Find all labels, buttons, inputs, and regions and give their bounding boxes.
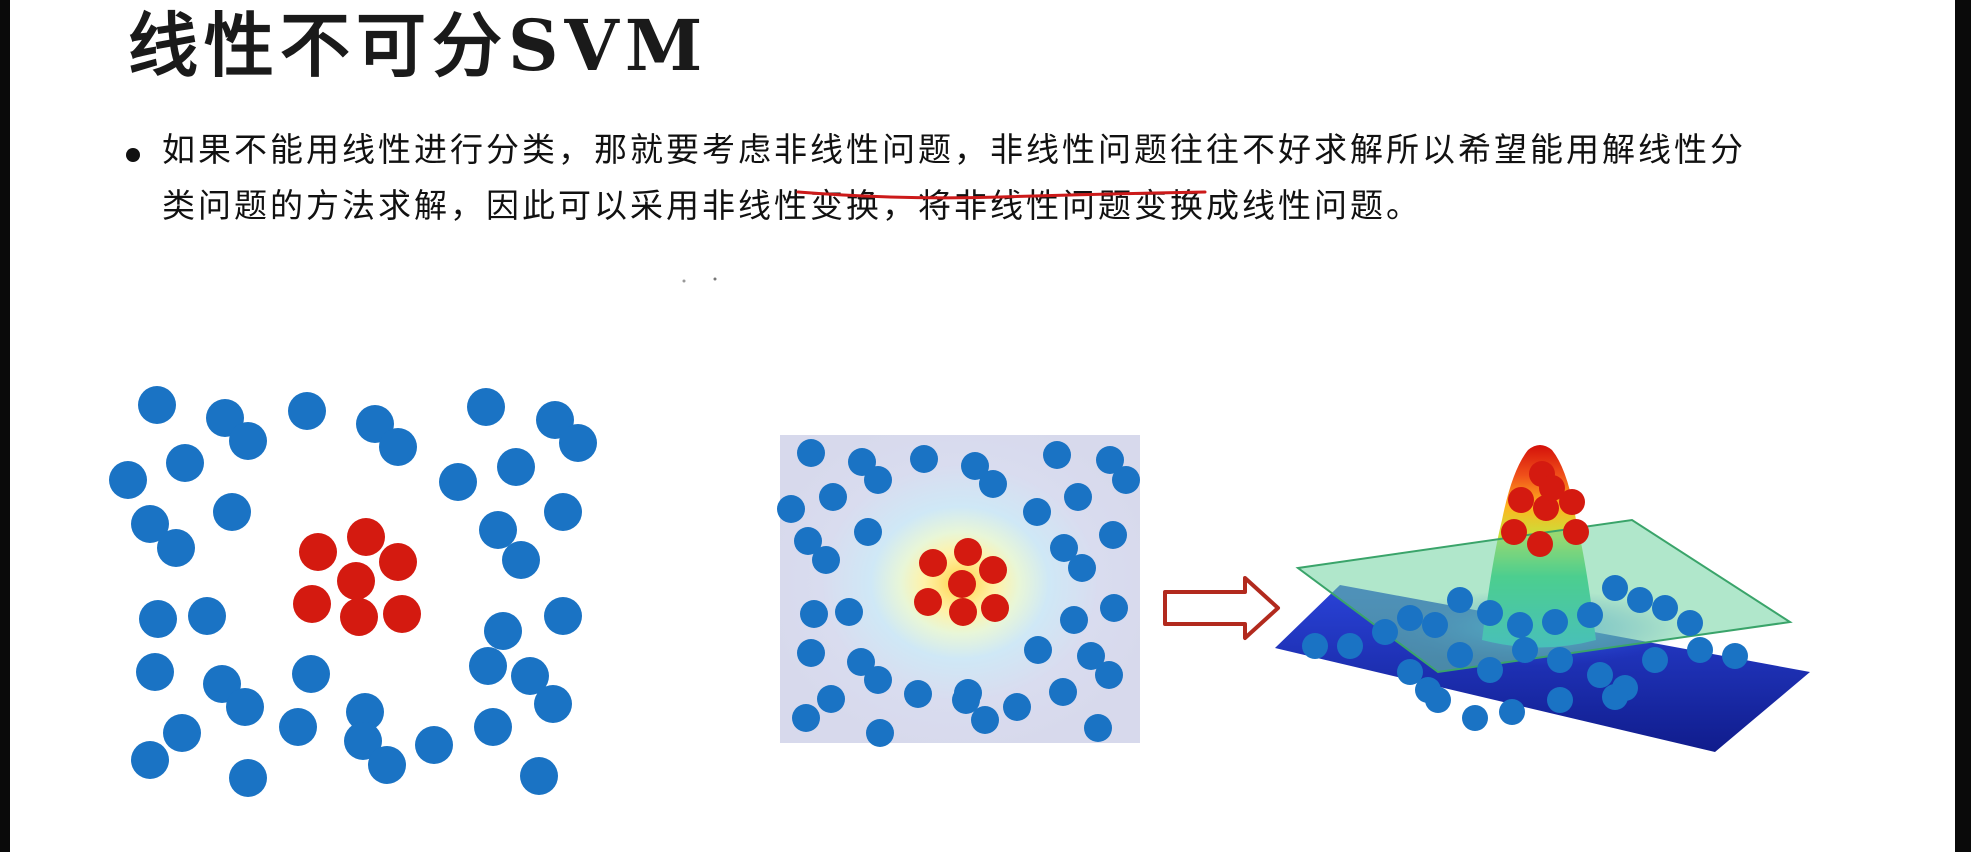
red-point bbox=[1539, 475, 1565, 501]
blue-point bbox=[1577, 602, 1603, 628]
blue-point bbox=[1447, 587, 1473, 613]
blue-point bbox=[1372, 619, 1398, 645]
blue-point bbox=[1447, 642, 1473, 668]
blue-point bbox=[1722, 643, 1748, 669]
blue-point bbox=[1397, 605, 1423, 631]
blue-point bbox=[1652, 595, 1678, 621]
blue-point bbox=[1422, 612, 1448, 638]
red-point bbox=[1563, 519, 1589, 545]
blue-point bbox=[1687, 637, 1713, 663]
blue-point bbox=[1512, 637, 1538, 663]
blue-point bbox=[1677, 610, 1703, 636]
blue-point bbox=[1477, 600, 1503, 626]
blue-point bbox=[1602, 575, 1628, 601]
blue-point bbox=[1302, 633, 1328, 659]
red-point bbox=[1501, 519, 1527, 545]
red-point bbox=[1508, 487, 1534, 513]
blue-point bbox=[1477, 657, 1503, 683]
blue-point bbox=[1425, 687, 1451, 713]
blue-point bbox=[1587, 662, 1613, 688]
blue-point bbox=[1627, 587, 1653, 613]
red-point bbox=[1527, 531, 1553, 557]
blue-point bbox=[1499, 699, 1525, 725]
blue-point bbox=[1462, 705, 1488, 731]
blue-point bbox=[1337, 633, 1363, 659]
blue-point bbox=[1507, 612, 1533, 638]
blue-point bbox=[1602, 684, 1628, 710]
blue-point bbox=[1547, 647, 1573, 673]
blue-point bbox=[1642, 647, 1668, 673]
blue-point bbox=[1547, 687, 1573, 713]
blue-point bbox=[1542, 609, 1568, 635]
